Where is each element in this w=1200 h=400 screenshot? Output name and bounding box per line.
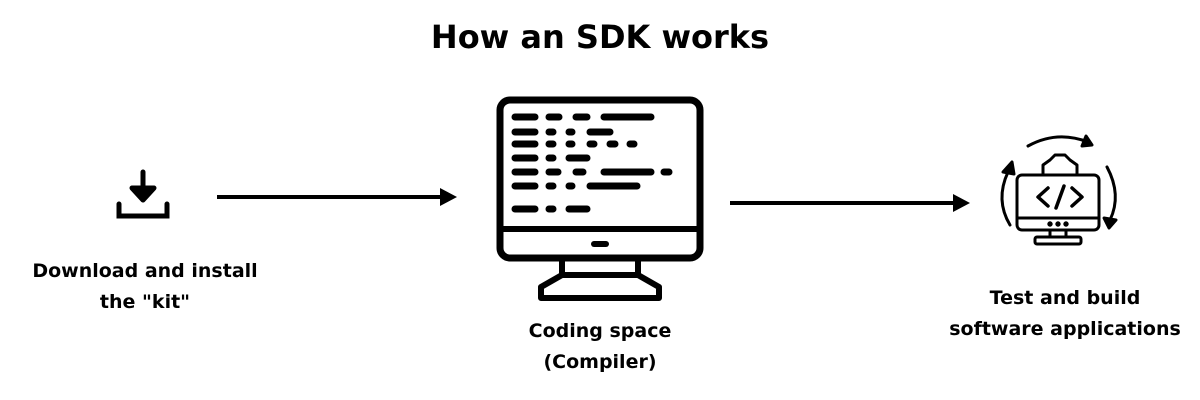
step-coding-label: Coding space (Compiler) xyxy=(470,316,730,378)
build-cycle-icon xyxy=(1000,134,1118,246)
arrow-2 xyxy=(730,194,970,212)
label-line: Test and build xyxy=(989,287,1141,309)
step-build-label: Test and build software applications xyxy=(930,283,1200,345)
code-lines xyxy=(511,113,673,213)
page-title: How an SDK works xyxy=(430,18,770,56)
label-line: the "kit" xyxy=(99,291,191,313)
step-download-label: Download and install the "kit" xyxy=(0,256,290,318)
label-line: Download and install xyxy=(32,260,258,282)
monitor-code-icon xyxy=(496,96,704,301)
arrow-1 xyxy=(217,188,457,206)
download-icon xyxy=(116,169,170,219)
label-line: (Compiler) xyxy=(543,351,657,373)
label-line: Coding space xyxy=(528,320,672,342)
label-line: software applications xyxy=(949,318,1181,340)
